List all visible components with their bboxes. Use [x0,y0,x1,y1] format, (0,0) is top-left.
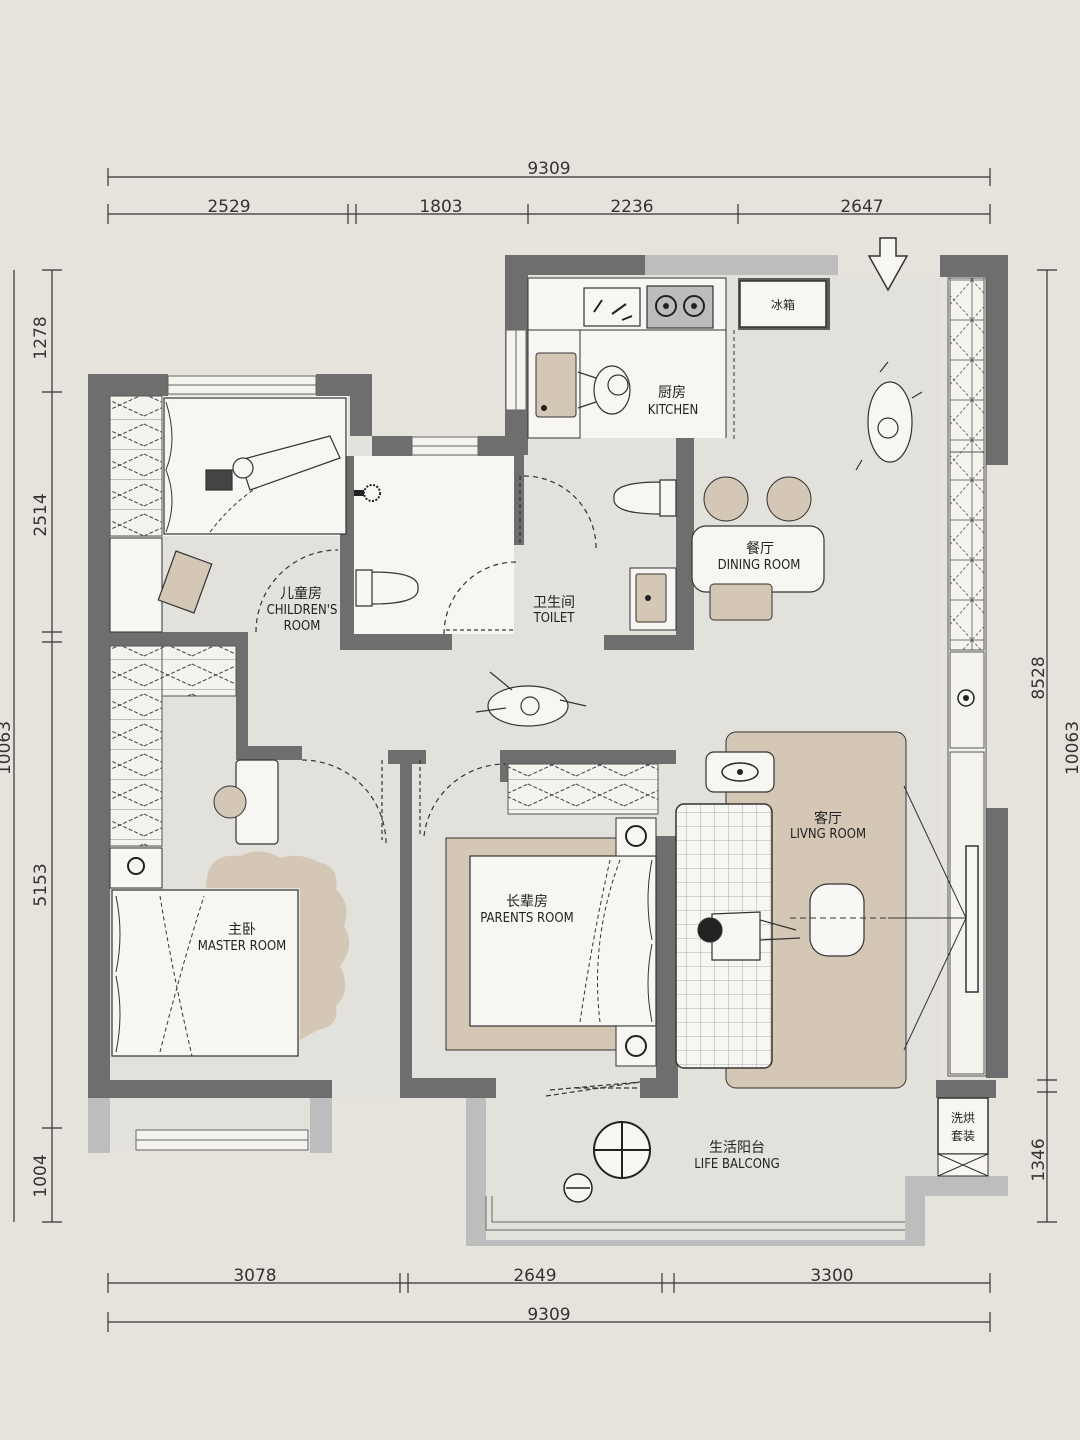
kitchen: 冰箱 厨房 KITCHEN [527,277,827,440]
balcony: 生活阳台 LIFE BALCONG 洗烘 套装 [545,1081,989,1203]
children-label-en-1: CHILDREN'S [267,603,338,618]
dimension-lines [13,168,1057,1332]
cutting-board [583,287,641,327]
dim-top-2: 1803 [419,197,462,217]
parents-label-en: PARENTS ROOM [480,911,573,926]
master-label-cn: 主卧 [228,922,256,938]
dim-left-4: 1004 [31,1154,51,1197]
washer-label-1: 洗烘 [951,1111,975,1125]
dim-right-1: 8528 [1029,656,1049,699]
master-bed [111,889,299,1057]
parents-bed [469,855,657,1027]
master-rug [206,851,350,1040]
person-cooking [577,365,631,415]
dim-right-total: 10063 [1063,721,1080,775]
fridge [739,280,827,328]
dim-top-3: 2236 [610,197,653,217]
balcony-label-en: LIFE BALCONG [694,1157,780,1172]
washer-dryer [937,1097,989,1155]
bedside-lamp-icon [127,857,145,875]
parents-lamp-icon-1 [625,825,647,847]
dim-left-1: 1278 [31,316,51,359]
dimension-labels: 9309 2529 1803 2236 2647 3078 2649 3300 … [0,159,1080,1325]
dim-top-total: 9309 [527,159,570,179]
children-room: 儿童房 CHILDREN'S ROOM [109,395,347,634]
dim-top-1: 2529 [207,197,250,217]
parents-wardrobe [507,763,659,815]
kitchen-label-en: KITCHEN [648,403,699,418]
children-label-en-2: ROOM [284,619,321,634]
living-room: 客厅 LIVNG ROOM [675,731,967,1089]
dim-bottom-1: 3078 [233,1266,276,1286]
dining-label-en: DINING ROOM [718,558,801,573]
children-label-cn: 儿童房 [280,585,322,602]
parents-lamp-icon-2 [625,1035,647,1057]
washer-label-2: 套装 [951,1129,975,1143]
balcony-label-cn: 生活阳台 [709,1140,765,1156]
dining-area: 餐厅 DINING ROOM [691,476,825,621]
dim-left-3: 5153 [31,863,51,906]
toilet-label-cn: 卫生间 [533,595,575,611]
laundry-rack-icon [593,1121,651,1179]
kitchen-sink [535,352,577,418]
wardrobe [109,395,163,537]
kitchen-label-cn: 厨房 [658,385,686,401]
entrance-arrow-icon [867,237,909,292]
toilet-bowl-icon [355,569,419,607]
toilet-label-en: TOILET [533,611,576,626]
parents-label-cn: 长辈房 [506,894,548,910]
dim-right-2: 1346 [1029,1138,1049,1181]
living-label-cn: 客厅 [814,810,842,827]
tv [965,845,979,993]
toilet-room: 卫生间 TOILET [354,455,677,635]
windows [135,329,925,1246]
master-wardrobe [109,645,163,847]
toilet-bowl-icon-2 [613,479,677,517]
dim-left-total: 10063 [0,721,15,775]
fridge-label: 冰箱 [771,297,795,312]
dim-bottom-2: 2649 [513,1266,556,1286]
person-entering [855,361,923,471]
living-label-en: LIVNG ROOM [790,827,866,842]
dim-top-4: 2647 [840,197,883,217]
desk-chair [157,550,213,614]
wall-cabinet-column [947,277,987,1077]
parents-room: 长辈房 PARENTS ROOM [419,760,659,1067]
master-room: 主卧 MASTER ROOM [109,645,387,1057]
gas-stove-icon [646,285,714,329]
person-sitting [697,911,801,961]
dim-bottom-total: 9309 [527,1305,570,1325]
coffee-table [809,883,865,957]
dim-left-2: 2514 [31,493,51,536]
dim-bottom-3: 3300 [810,1266,853,1286]
person-reading [205,435,341,491]
person-walking [475,671,587,727]
master-label-en: MASTER ROOM [198,939,287,954]
dining-label-cn: 餐厅 [746,541,774,557]
